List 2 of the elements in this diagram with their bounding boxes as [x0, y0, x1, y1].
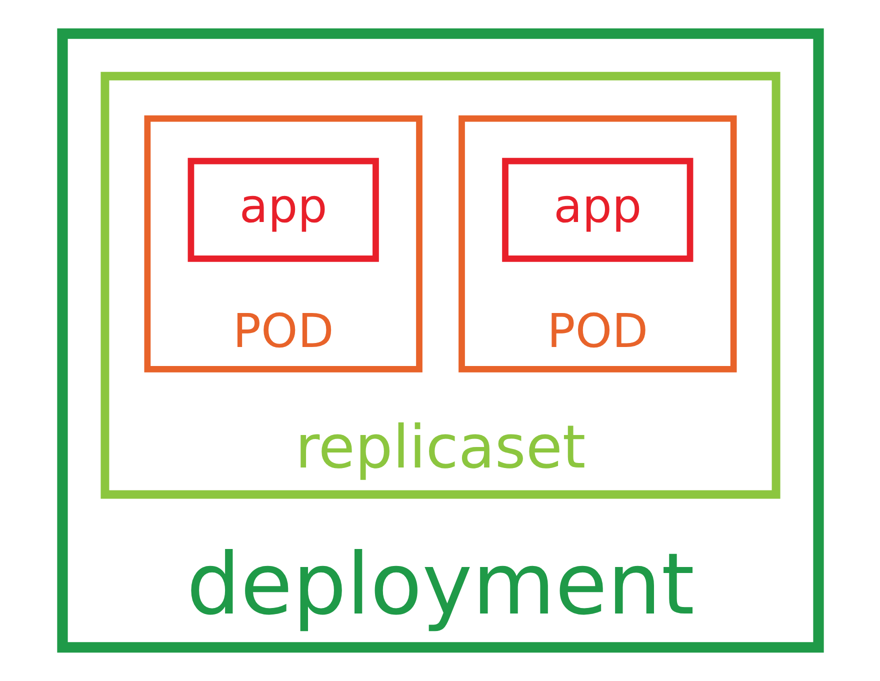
node-box: app — [187, 158, 378, 262]
node-box: app — [502, 158, 693, 262]
